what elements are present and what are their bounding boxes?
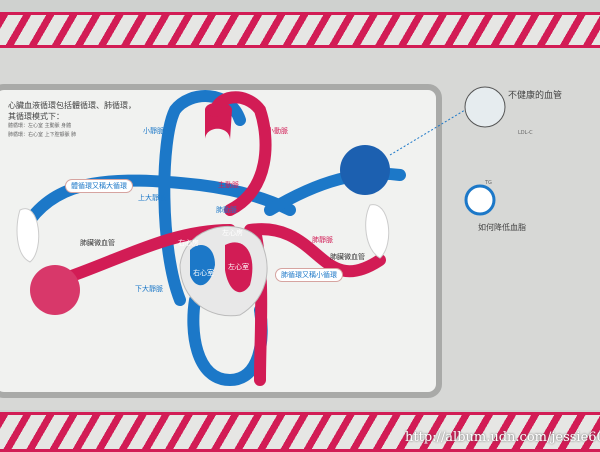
label-ra: 右心房	[178, 239, 199, 247]
aorta-loop	[209, 91, 272, 216]
intro-key2: 肺循環：右心室 上下腔靜脈 肺	[8, 132, 77, 138]
pulmonary-circulation-title: 肺循環又稱小循環	[275, 268, 343, 282]
label-ivc: 下大靜脈	[135, 285, 163, 293]
capillary-right-circle	[340, 145, 390, 195]
lung-right	[365, 204, 390, 259]
label-pulm-artery: 肺動脈	[216, 206, 237, 214]
label-venule: 小靜脈	[143, 127, 164, 135]
label-arteriole: 小動脈	[267, 127, 288, 135]
unhealthy-vessel-title: 不健康的血管	[508, 91, 563, 101]
bottom-stripe-border	[0, 412, 600, 452]
lower-blood-lipid-title: 如何降低血脂	[478, 223, 526, 232]
artery-right	[244, 223, 386, 278]
ldl-label: LDL-C	[518, 130, 533, 136]
label-lung-capillary: 肺臟微血管	[330, 253, 365, 261]
unhealthy-vessel-circle	[464, 86, 506, 128]
lung-left	[16, 208, 40, 263]
label-la: 左心房	[222, 229, 243, 237]
intro-line2: 其循環模式下：	[8, 112, 64, 121]
watermark: http://album.udn.com/jessie6086	[405, 430, 600, 445]
intro-key1: 體循環：左心室 主動脈 身體	[8, 123, 72, 129]
systemic-circulation-title: 體循環又稱大循環	[65, 179, 133, 193]
tg-label: TG	[485, 180, 492, 186]
label-svc: 上大靜脈	[138, 194, 166, 202]
top-stripe-border	[0, 12, 600, 48]
label-lv: 左心室	[228, 263, 249, 271]
face-illustration	[464, 184, 496, 216]
capillary-left-circle	[30, 265, 80, 315]
label-rv: 右心室	[193, 269, 214, 277]
intro-line1: 心臟血液循環包括體循環、肺循環，	[8, 101, 136, 110]
vein-body-left	[24, 174, 296, 226]
label-aorta: 主動脈	[218, 181, 239, 189]
label-pulm-vein: 肺靜脈	[312, 236, 333, 244]
label-body-capillary: 肺臟微血管	[80, 239, 115, 247]
